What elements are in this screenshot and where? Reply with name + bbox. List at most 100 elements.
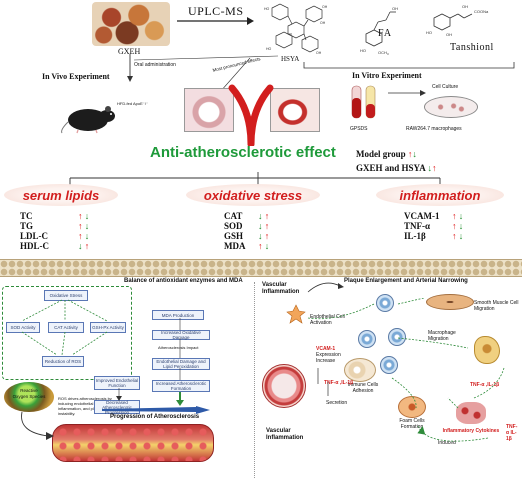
marker-il1-arrows: ↑ ↓ — [452, 231, 464, 241]
marker-cat-arrows: ↓ ↑ — [258, 211, 270, 221]
marker-mda: MDA — [224, 241, 246, 251]
vcam1-label: VCAM-1 — [316, 346, 336, 352]
down-arrow-icon: ↓ — [427, 163, 432, 173]
vascular-inflammation-title: Vascular Inflammation — [262, 282, 300, 295]
plaque-title: Plaque Enlargement and Arterial Narrowin… — [344, 278, 468, 284]
antioxidant-region — [2, 286, 132, 380]
artery-image — [52, 424, 214, 462]
inflammatory-cytokines-label: Inflammatory Cytokines — [442, 428, 500, 434]
marker-hdl: HDL-C — [20, 241, 49, 251]
in-vivo-title: In Vivo Experiment — [42, 72, 110, 81]
top-arrows — [127, 54, 279, 93]
macrophage-cluster-icon — [344, 358, 376, 382]
marker-tc: TC — [20, 211, 33, 221]
uplc-arrow — [177, 17, 254, 25]
hsya-label: HSYA — [281, 55, 300, 63]
legend-model-group: Model group ↑↓ — [356, 149, 417, 159]
smooth-muscle-cell-icon — [426, 294, 474, 310]
immune-adhesion-label: Immune Cells Adhesion — [347, 382, 379, 394]
reactive-oxygen-species-icon — [4, 382, 54, 412]
histology-image-1 — [184, 88, 234, 132]
vessel-cross-section-icon — [262, 364, 306, 408]
progression-arrow — [102, 406, 210, 414]
increased-atherosclerotic-box: Increased Atherosclerotic Formation — [152, 380, 210, 392]
marker-il1: IL-1β — [404, 231, 426, 241]
serum-lipids-title: serum lipids — [4, 184, 118, 206]
marker-tnf: TNF-α — [404, 221, 431, 231]
ros-curve-arrow — [21, 411, 54, 440]
membrane-band — [0, 259, 522, 277]
mouse-label: HFD-fed ApoE⁻/⁻ — [117, 101, 149, 106]
svg-text:HO: HO — [264, 7, 270, 11]
foam-cells-label: Foam Cells Formation — [399, 418, 425, 430]
up-arrow-icon: ↑ — [407, 149, 413, 159]
svg-text:OH: OH — [316, 51, 322, 55]
tanshionl-label: Tanshionl — [450, 42, 494, 53]
in-vitro-title: In Vitro Experiment — [352, 71, 422, 80]
mda-production-box: MDA Production — [152, 310, 204, 320]
down-arrow-icon: ↓ — [412, 149, 417, 159]
marker-gsh: GSH — [224, 231, 244, 241]
smooth-muscle-label: Smooth Muscle Cell Migration — [474, 300, 519, 312]
improved-arrow — [116, 388, 122, 401]
marker-tc-arrows: ↑ ↓ — [78, 211, 90, 221]
secretion-label: Secretion — [326, 400, 348, 406]
vascular-inflammation-2-label: Vascular Inflammation — [266, 428, 304, 441]
cat-activity-box: CAT Activity — [48, 322, 84, 333]
reduction-ros-box: Reduction of ROS — [42, 356, 84, 367]
legend-treatment-group: GXEH and HSYA ↓↑ — [356, 163, 437, 173]
in-vitro-arrow — [388, 90, 426, 96]
svg-text:OCH: OCH — [378, 50, 387, 55]
oxidative-stress-box: Oxidative Stress — [44, 290, 88, 301]
svg-text:HO: HO — [266, 47, 272, 51]
svg-text:3: 3 — [387, 52, 389, 56]
bottom-left-panel: Balance of antioxidant enzymes and MDA O… — [2, 278, 252, 478]
marker-tg: TG — [20, 221, 34, 231]
tnf-il1-far-label: TNF-α IL-1β — [506, 424, 518, 442]
endothelial-damage-box: Endothelial Damage and Lipid Peroxidatio… — [152, 358, 210, 370]
endothelial-cell-icon — [286, 304, 306, 324]
progression-title: Progression of Atherosclerosis — [110, 414, 200, 420]
svg-text:HO: HO — [360, 48, 366, 53]
induced-label: Induced — [438, 440, 456, 446]
marker-tnf-arrows: ↑ ↓ — [452, 221, 464, 231]
macrophage-migration-label: Macrophage Migration — [428, 330, 456, 342]
marker-hdl-arrows: ↓ ↑ — [78, 241, 90, 251]
raw-cells-label: RAW264.7 macrophages — [406, 126, 462, 132]
oxidative-stress-title: oxidative stress — [186, 184, 320, 206]
uplc-ms-label: UPLC-MS — [188, 4, 244, 18]
svg-text:COONa: COONa — [474, 9, 489, 14]
macrophage-icon — [474, 336, 500, 364]
antioxidant-arrows — [21, 299, 108, 356]
marker-sod: SOD — [224, 221, 243, 231]
panel-divider — [254, 282, 255, 478]
inflammation-title: inflammation — [376, 184, 504, 206]
curved-arrow-icon — [307, 282, 344, 293]
atherosclerosis-impact-label: Atherosclerosis Impact — [158, 345, 199, 350]
foam-cell-icon — [398, 396, 426, 418]
balance-title: Balance of antioxidant enzymes and MDA — [124, 278, 243, 284]
increased-oxidative-box: Increased Oxidative Damage — [152, 330, 210, 340]
svg-text:OH: OH — [446, 32, 452, 37]
svg-text:OH: OH — [392, 6, 398, 11]
tnf-il1-secretion-label: TNF-α ,IL-1β — [324, 380, 354, 386]
histology-image-2 — [270, 88, 320, 132]
immune-cell-2-icon — [358, 330, 376, 348]
immune-cell-1-icon — [376, 294, 394, 312]
fa-label: FA — [378, 28, 393, 39]
gxeh-label: GXEH — [118, 47, 141, 56]
svg-text:OH: OH — [462, 4, 468, 9]
anti-effect-symbol — [228, 84, 274, 146]
marker-cat: CAT — [224, 211, 243, 221]
expression-increase-label: Expression Increase — [316, 352, 341, 364]
endothelial-activation-label: Endothelial Cell Activation — [310, 314, 345, 326]
oral-administration-label: Oral administration — [134, 62, 176, 68]
svg-text:OH: OH — [320, 21, 326, 25]
immune-cell-4-icon — [380, 356, 398, 374]
marker-ldl-arrows: ↑ ↓ — [78, 231, 90, 241]
marker-vcam1-arrows: ↑ ↓ — [452, 211, 464, 221]
main-effect-title: Anti-atherosclerotic effect — [150, 144, 336, 161]
marker-mda-arrows: ↑ ↓ — [258, 241, 270, 251]
marker-vcam1: VCAM-1 — [404, 211, 440, 221]
